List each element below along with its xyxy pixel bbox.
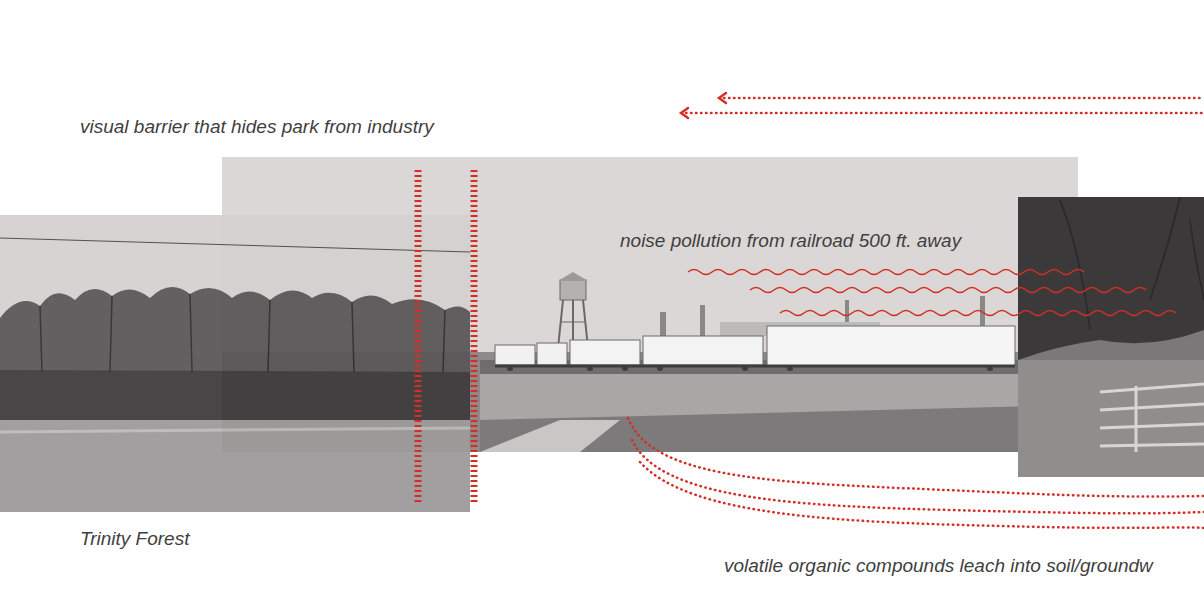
- leach-curves: [628, 418, 1204, 528]
- annotation-label-box: noise pollution from railroad 500 ft. aw…: [620, 229, 961, 252]
- fence-photo: [1018, 197, 1204, 477]
- flow-arrows: [681, 93, 1204, 118]
- annotation-label: noise pollution from railroad 500 ft. aw…: [620, 229, 961, 252]
- annotation-label-box: visual barrier that hides park from indu…: [80, 115, 434, 138]
- annotation-label: volatile organic compounds leach into so…: [724, 554, 1153, 577]
- forest-photo: [0, 215, 470, 512]
- annotation-label: visual barrier that hides park from indu…: [80, 115, 434, 138]
- annotation-label-box: volatile organic compounds leach into so…: [724, 554, 1153, 577]
- barrier-marks: [418, 170, 474, 505]
- annotation-label-box: Trinity Forest: [80, 527, 189, 550]
- annotation-label: Trinity Forest: [80, 527, 189, 550]
- noise-waves: [688, 270, 1176, 316]
